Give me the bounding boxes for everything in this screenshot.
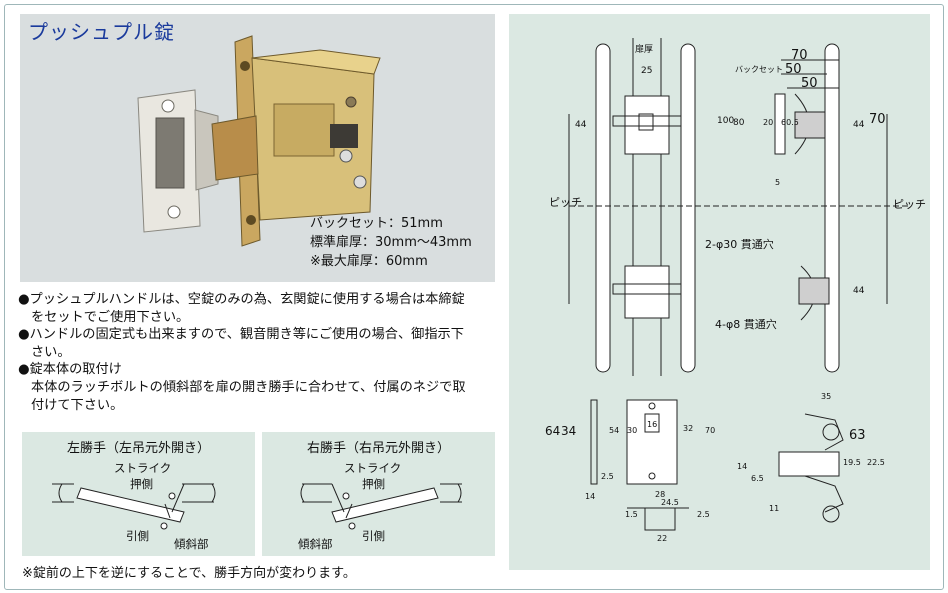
spec-max-door-thickness: ※最大扉厚：60mm xyxy=(310,254,428,269)
dim-20: 20 xyxy=(763,118,774,127)
dim-63: 63 xyxy=(849,428,866,443)
right-push-label: 押側 xyxy=(362,477,385,491)
backset-label: バックセット xyxy=(735,65,783,74)
dim-5: 5 xyxy=(775,178,781,187)
dim-54: 54 xyxy=(609,426,620,435)
dim-11: 11 xyxy=(769,504,780,513)
dim-22-5: 22.5 xyxy=(867,458,885,467)
dim-28: 28 xyxy=(655,490,666,499)
dim-60-5: 60.5 xyxy=(781,118,799,127)
dim-50-upper: 50 xyxy=(785,62,802,77)
dim-2-5-strike: 2.5 xyxy=(601,472,614,481)
technical-drawing: 扉厚 25 70 バックセット 50 50 44 100 80 20 60.5 … xyxy=(509,14,930,570)
dim-100: 100 xyxy=(717,116,735,126)
strike-plate xyxy=(137,89,219,233)
note-3-body: 本体のラッチボルトの傾斜部を扉の開き勝手に合わせて、付属のネジで取 xyxy=(31,379,466,395)
left-pull-label: 引側 xyxy=(126,529,149,543)
right-hand-title: 右勝手（右吊元外開き） xyxy=(306,441,450,456)
dim-44-lower: 44 xyxy=(853,286,865,296)
dim-14-strike: 14 xyxy=(585,492,596,501)
dim-35: 35 xyxy=(821,392,832,401)
dim-70-side: 70 xyxy=(869,112,886,127)
right-hand-diagram: 右勝手（右吊元外開き） ストライク 押側 引側 傾斜部 xyxy=(262,432,495,556)
dim-24-5: 24.5 xyxy=(661,498,679,507)
dim-1-5: 1.5 xyxy=(625,510,638,519)
left-bevel-label: 傾斜部 xyxy=(174,537,209,551)
dim-50-lower: 50 xyxy=(801,76,818,91)
pitch-label-left: ピッチ xyxy=(549,196,582,209)
note-3-body-cont: 付けて下さい。 xyxy=(31,397,124,413)
hole8-label: 4-φ8 貫通穴 xyxy=(715,318,777,331)
dim-16: 16 xyxy=(647,420,658,429)
dim-34: 34 xyxy=(561,424,577,438)
spec-backset: バックセット：51mm xyxy=(310,216,443,231)
door-thickness-label: 扉厚 xyxy=(635,45,654,55)
right-pull-label: 引側 xyxy=(362,529,385,543)
product-photo xyxy=(137,35,381,247)
dim-44-front: 44 xyxy=(575,120,587,130)
note-1-cont: をセットでご使用下さい。 xyxy=(31,309,190,325)
page-title: プッシュプル錠 xyxy=(28,20,175,44)
spec-door-thickness: 標準扉厚：30mm〜43mm xyxy=(310,235,472,250)
left-hand-diagram: 左勝手（左吊元外開き） ストライク 押側 引側 傾斜部 xyxy=(22,432,255,556)
left-push-label: 押側 xyxy=(130,477,153,491)
footnote: ※錠前の上下を逆にすることで、勝手方向が変わります。 xyxy=(22,566,356,581)
dim-44-side: 44 xyxy=(853,120,865,130)
dim-25: 25 xyxy=(641,66,653,76)
spec-list: バックセット：51mm 標準扉厚：30mm〜43mm ※最大扉厚：60mm xyxy=(310,214,472,271)
right-bevel-label: 傾斜部 xyxy=(298,537,333,551)
note-3-heading: ●錠本体の取付け xyxy=(18,362,122,378)
dim-2-5-plate: 2.5 xyxy=(697,510,710,519)
left-hand-title: 左勝手（左吊元外開き） xyxy=(66,441,210,456)
pitch-label-right: ピッチ xyxy=(893,198,926,211)
lock-body xyxy=(211,35,381,247)
dim-80: 80 xyxy=(733,118,745,128)
dim-32: 32 xyxy=(683,424,694,433)
note-1: ●プッシュプルハンドルは、空錠のみの為、玄関錠に使用する場合は本締錠 xyxy=(18,292,465,307)
notes: ●プッシュプルハンドルは、空錠のみの為、玄関錠に使用する場合は本締錠 をセットで… xyxy=(18,291,500,414)
dim-70-strike: 70 xyxy=(705,426,716,435)
dim-14-latch: 14 xyxy=(737,462,748,471)
note-2-cont: さい。 xyxy=(31,344,71,360)
dim-64: 64 xyxy=(545,424,561,438)
hole30-label: 2-φ30 貫通穴 xyxy=(705,238,774,251)
dim-70-top: 70 xyxy=(791,48,808,63)
left-strike-label: ストライク xyxy=(114,461,172,475)
dim-22: 22 xyxy=(657,534,668,543)
right-strike-label: ストライク xyxy=(344,461,402,475)
note-2: ●ハンドルの固定式も出来ますので、観音開き等にご使用の場合、御指示下 xyxy=(18,327,464,343)
dim-6-5: 6.5 xyxy=(751,474,764,483)
dim-19-5: 19.5 xyxy=(843,458,861,467)
dim-30: 30 xyxy=(627,426,638,435)
